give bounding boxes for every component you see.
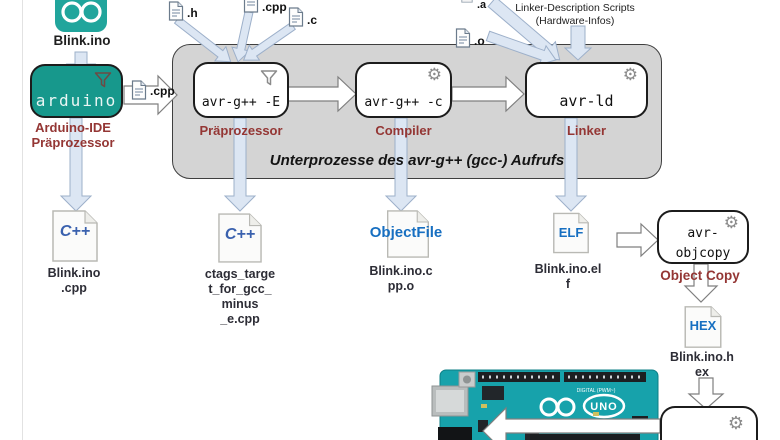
- file-name-line: Blink.ino: [47, 266, 101, 280]
- cpp-file-icon: [243, 0, 259, 18]
- file-name-line: Blink.ino.h: [670, 350, 734, 364]
- board-model-label: UNO: [590, 401, 617, 413]
- c-file-icon: [288, 7, 304, 32]
- file-name-line: minus: [221, 297, 259, 311]
- board-brand-label: ARDUINO: [541, 421, 575, 427]
- linker-scripts-line1: Linker-Description Scripts: [515, 2, 635, 14]
- preprocessor-caption: Präprozessor: [199, 123, 283, 138]
- pin-header: [564, 372, 646, 382]
- cpp-badge: C++: [224, 226, 256, 243]
- file-name-line: Blink.ino.el: [534, 262, 602, 276]
- linker-node: ⚙ avr-ld: [525, 62, 648, 118]
- objcopy-caption: Object Copy: [660, 268, 740, 283]
- hex-file-icon: [684, 306, 722, 348]
- gear-icon: ⚙: [723, 213, 739, 232]
- file-name-line: t_for_gcc_: [208, 282, 272, 296]
- file-name-line: _e.cpp: [220, 312, 260, 326]
- file-name-line: f: [565, 277, 571, 291]
- o-file-icon: [455, 28, 471, 53]
- h-file-label: .h: [187, 6, 198, 20]
- compiler-caption: Compiler: [375, 123, 432, 138]
- reset-button: [458, 371, 476, 388]
- object-file-badge: ObjectFile: [369, 224, 443, 241]
- arduino-logo-icon: [55, 0, 107, 32]
- elf-file-icon: [553, 210, 589, 256]
- arduino-ide-caption: Arduino-IDE Präprozessor: [31, 120, 115, 150]
- h-file-icon: [168, 1, 184, 26]
- file-name-line: ex: [695, 365, 709, 379]
- output-file-name: Blink.ino.c pp.o: [362, 264, 440, 294]
- file-name-line: pp.o: [387, 279, 415, 293]
- crystal-oscillator: [492, 419, 520, 433]
- digital-silkscreen-label: DIGITAL (PWM~): [577, 388, 616, 394]
- gear-icon: ⚙: [622, 65, 638, 84]
- power-jack: [438, 427, 472, 440]
- source-file-label: Blink.ino: [53, 33, 111, 48]
- subprocess-caption: Unterprozesse des avr-g++ (gcc-) Aufrufs: [269, 152, 565, 169]
- file-name-line: Blink.ino.c: [369, 264, 433, 278]
- preprocessor-node: avr-g++ -E: [193, 62, 289, 118]
- a-file-icon: [460, 0, 474, 8]
- output-file-name: Blink.ino.el f: [530, 262, 606, 292]
- gear-icon: ⚙: [426, 65, 442, 84]
- preprocessor-code-label: avr-g++ -E: [201, 95, 281, 110]
- linker-caption: Linker: [566, 123, 606, 138]
- c-file-label: .c: [307, 13, 318, 27]
- objcopy-node: ⚙ avr- objcopy: [657, 210, 749, 264]
- objcopy-code-line2: objcopy: [675, 245, 731, 261]
- page-edge-line: [22, 0, 23, 440]
- filter-funnel-icon: [259, 69, 279, 92]
- arrow-elf-to-objcopy: [616, 222, 659, 258]
- usb-port: [431, 385, 469, 417]
- uploader-node: ⚙: [660, 406, 758, 440]
- output-file-name: Blink.ino .cpp: [36, 266, 112, 296]
- arduino-uno-board: DIGITAL (PWM~) UNO ARDUINO: [431, 369, 659, 440]
- arrow-hex-to-uploader: [687, 377, 725, 410]
- objcopy-code-line1: avr-: [687, 226, 719, 241]
- elf-badge: ELF: [558, 225, 584, 240]
- cpp-page-icon: C++: [218, 213, 262, 263]
- hex-badge: HEX: [689, 318, 717, 333]
- cpp-badge: C++: [59, 223, 91, 240]
- file-name-line: .cpp: [61, 281, 87, 295]
- compiler-node: ⚙ avr-g++ -c: [355, 62, 452, 118]
- linker-scripts-line2: (Hardware-Infos): [535, 15, 615, 28]
- file-name-line: ctags_targe: [204, 267, 276, 281]
- filter-funnel-icon: [93, 71, 113, 94]
- gear-icon: ⚙: [727, 413, 744, 433]
- infinity-logo-icon: [556, 397, 576, 417]
- linker-code-label: avr-ld: [559, 92, 614, 110]
- pin-header: [478, 372, 560, 382]
- output-file-name: Blink.ino.h ex: [664, 350, 740, 380]
- arduino-ide-code-label: arduino: [35, 91, 118, 110]
- cpp-page-icon: C++: [52, 210, 98, 262]
- cpp-badge-label: .cpp: [150, 84, 175, 98]
- arduino-ide-node: arduino: [30, 64, 123, 118]
- infinity-logo-icon: [539, 397, 559, 417]
- compiler-code-label: avr-g++ -c: [364, 95, 443, 110]
- output-file-name: ctags_targe t_for_gcc_ minus _e.cpp: [196, 267, 284, 327]
- a-file-label: .a: [477, 0, 487, 11]
- cpp-file-label: .cpp: [262, 0, 287, 14]
- icsp-header: [482, 386, 504, 400]
- linker-scripts-note: Linker-Description Scripts (Hardware-Inf…: [504, 2, 646, 28]
- o-file-label: .o: [474, 34, 485, 48]
- cpp-file-icon: [131, 80, 147, 105]
- arrow-uploader-to-board: [482, 406, 661, 440]
